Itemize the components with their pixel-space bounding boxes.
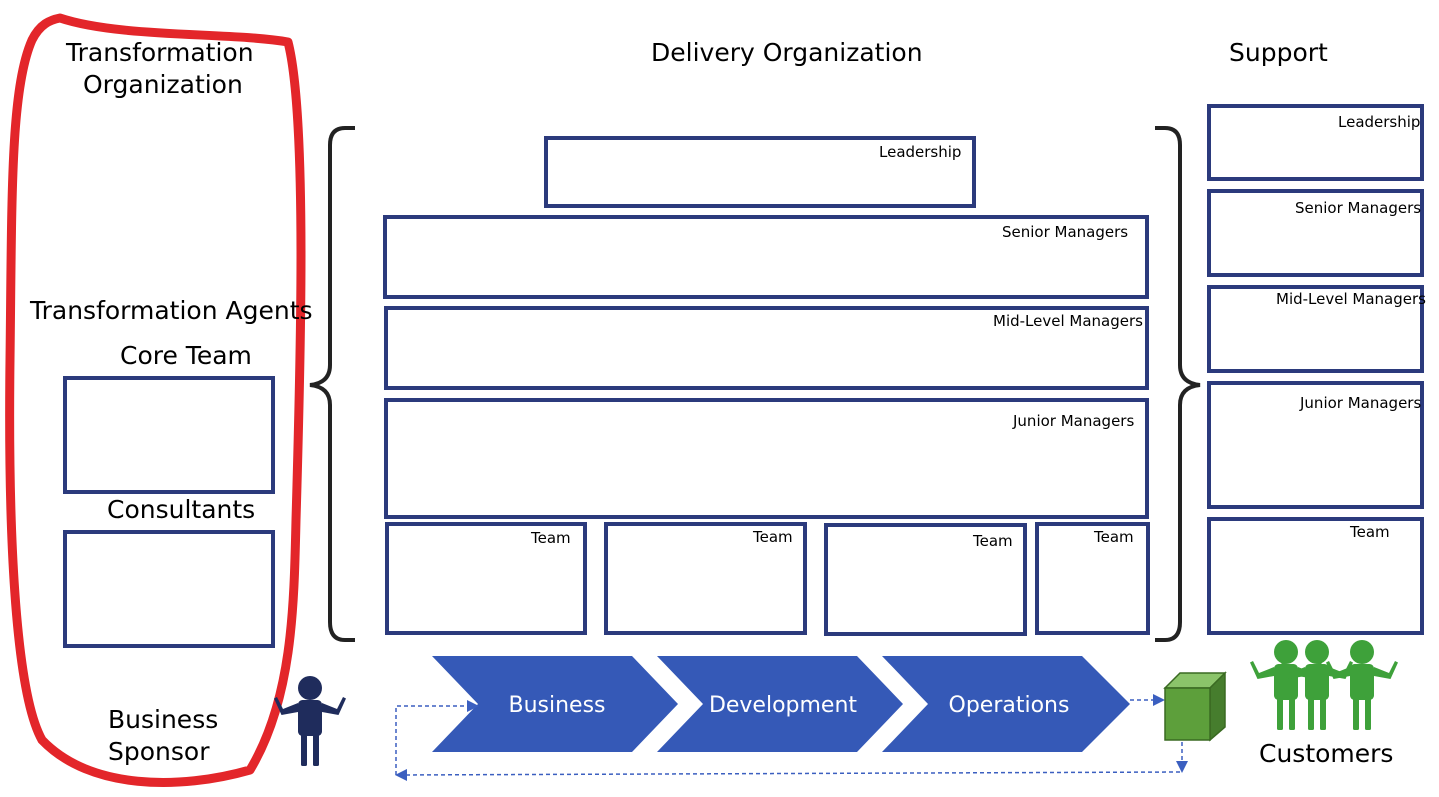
delivery-junior-box bbox=[384, 398, 1149, 519]
support-title: Support bbox=[1229, 38, 1328, 67]
delivery-leadership-label: Leadership bbox=[879, 143, 962, 161]
business-sponsor-line2: Sponsor bbox=[108, 737, 210, 766]
support-senior-box bbox=[1207, 189, 1424, 277]
chevron-label-development: Development bbox=[709, 693, 857, 718]
team-label-1: Team bbox=[531, 529, 571, 547]
support-leadership-label: Leadership bbox=[1338, 113, 1421, 131]
support-junior-label: Junior Managers bbox=[1300, 394, 1422, 412]
transformation-title-line2: Organization bbox=[83, 70, 243, 99]
delivery-mid-label: Mid-Level Managers bbox=[993, 312, 1143, 330]
delivery-title: Delivery Organization bbox=[651, 38, 923, 67]
delivery-mid-box bbox=[384, 306, 1149, 390]
left-curly-bracket-icon bbox=[309, 126, 355, 642]
team-box-2 bbox=[604, 522, 807, 635]
team-label-3: Team bbox=[973, 532, 1013, 550]
team-box-1 bbox=[385, 522, 587, 635]
business-sponsor-line1: Business bbox=[108, 705, 219, 734]
chevron-operations bbox=[882, 656, 1130, 752]
chevron-business bbox=[432, 656, 678, 752]
consultants-box bbox=[63, 530, 275, 648]
cube-icon bbox=[1163, 671, 1227, 742]
business-sponsor-person-icon bbox=[274, 676, 346, 766]
core-team-box bbox=[63, 376, 275, 494]
customer-person-icon bbox=[1281, 640, 1353, 730]
team-label-4: Team bbox=[1094, 528, 1134, 546]
support-team-box bbox=[1207, 517, 1424, 635]
flow-chevrons: Business Development Operations bbox=[432, 656, 1130, 752]
right-curly-bracket-icon bbox=[1155, 126, 1201, 642]
feedback-arrows bbox=[395, 694, 1188, 781]
delivery-junior-label: Junior Managers bbox=[1013, 412, 1135, 430]
support-mid-box bbox=[1207, 285, 1424, 373]
transformation-title-line1: Transformation bbox=[66, 38, 254, 67]
team-box-4 bbox=[1035, 522, 1150, 635]
highlight-outline bbox=[5, 13, 306, 787]
delivery-leadership-box bbox=[544, 136, 976, 208]
team-box-3 bbox=[824, 523, 1027, 636]
arrow-left-up bbox=[395, 700, 479, 775]
support-mid-label: Mid-Level Managers bbox=[1276, 290, 1426, 308]
team-label-2: Team bbox=[753, 528, 793, 546]
support-senior-label: Senior Managers bbox=[1295, 199, 1422, 217]
customer-person-icon bbox=[1326, 640, 1398, 730]
core-team-label: Core Team bbox=[120, 341, 252, 370]
chevron-label-operations: Operations bbox=[949, 693, 1070, 718]
delivery-senior-box bbox=[383, 215, 1149, 299]
support-junior-box bbox=[1207, 381, 1424, 509]
arrow-return-bottom bbox=[395, 768, 1181, 781]
customer-person-icon bbox=[1250, 640, 1322, 730]
customers-label: Customers bbox=[1259, 739, 1394, 768]
support-team-label: Team bbox=[1350, 523, 1390, 541]
chevron-development bbox=[657, 656, 903, 752]
chevron-label-business: Business bbox=[508, 693, 605, 718]
consultants-label: Consultants bbox=[107, 495, 256, 524]
transformation-agents-label: Transformation Agents bbox=[30, 296, 313, 325]
delivery-senior-label: Senior Managers bbox=[1002, 223, 1129, 241]
support-leadership-box bbox=[1207, 104, 1424, 181]
